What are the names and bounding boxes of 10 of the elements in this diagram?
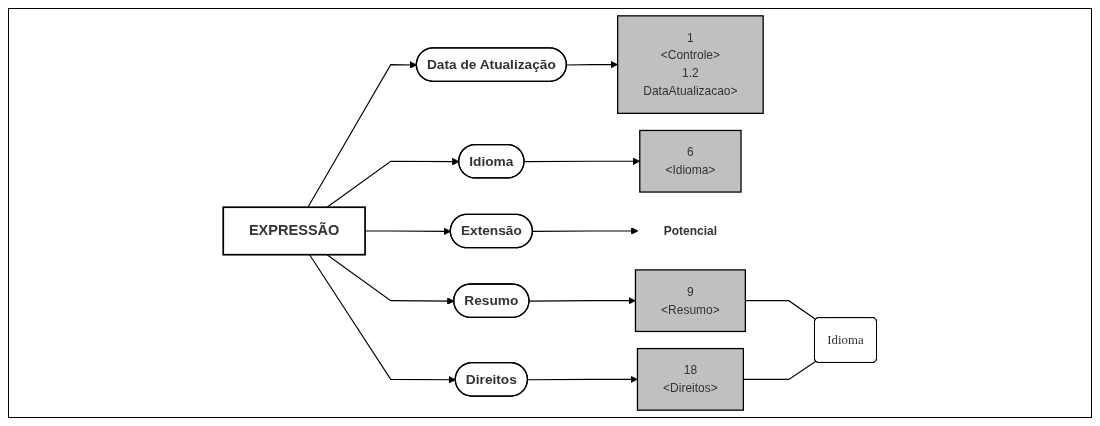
node-box: EXPRESSÃO bbox=[222, 206, 367, 256]
node-box: 9 <Resumo> bbox=[634, 269, 747, 333]
node-text: Potencial bbox=[663, 223, 718, 238]
node-box: 6 <Idioma> bbox=[639, 129, 742, 193]
arrow bbox=[326, 157, 460, 208]
arrow bbox=[527, 375, 638, 384]
arrow bbox=[326, 254, 455, 305]
arrow bbox=[532, 227, 639, 235]
node-box: 18 <Direitos> bbox=[636, 347, 745, 411]
node-box: 1 <Controle> 1.2 DataAtualizacao> bbox=[617, 15, 764, 114]
